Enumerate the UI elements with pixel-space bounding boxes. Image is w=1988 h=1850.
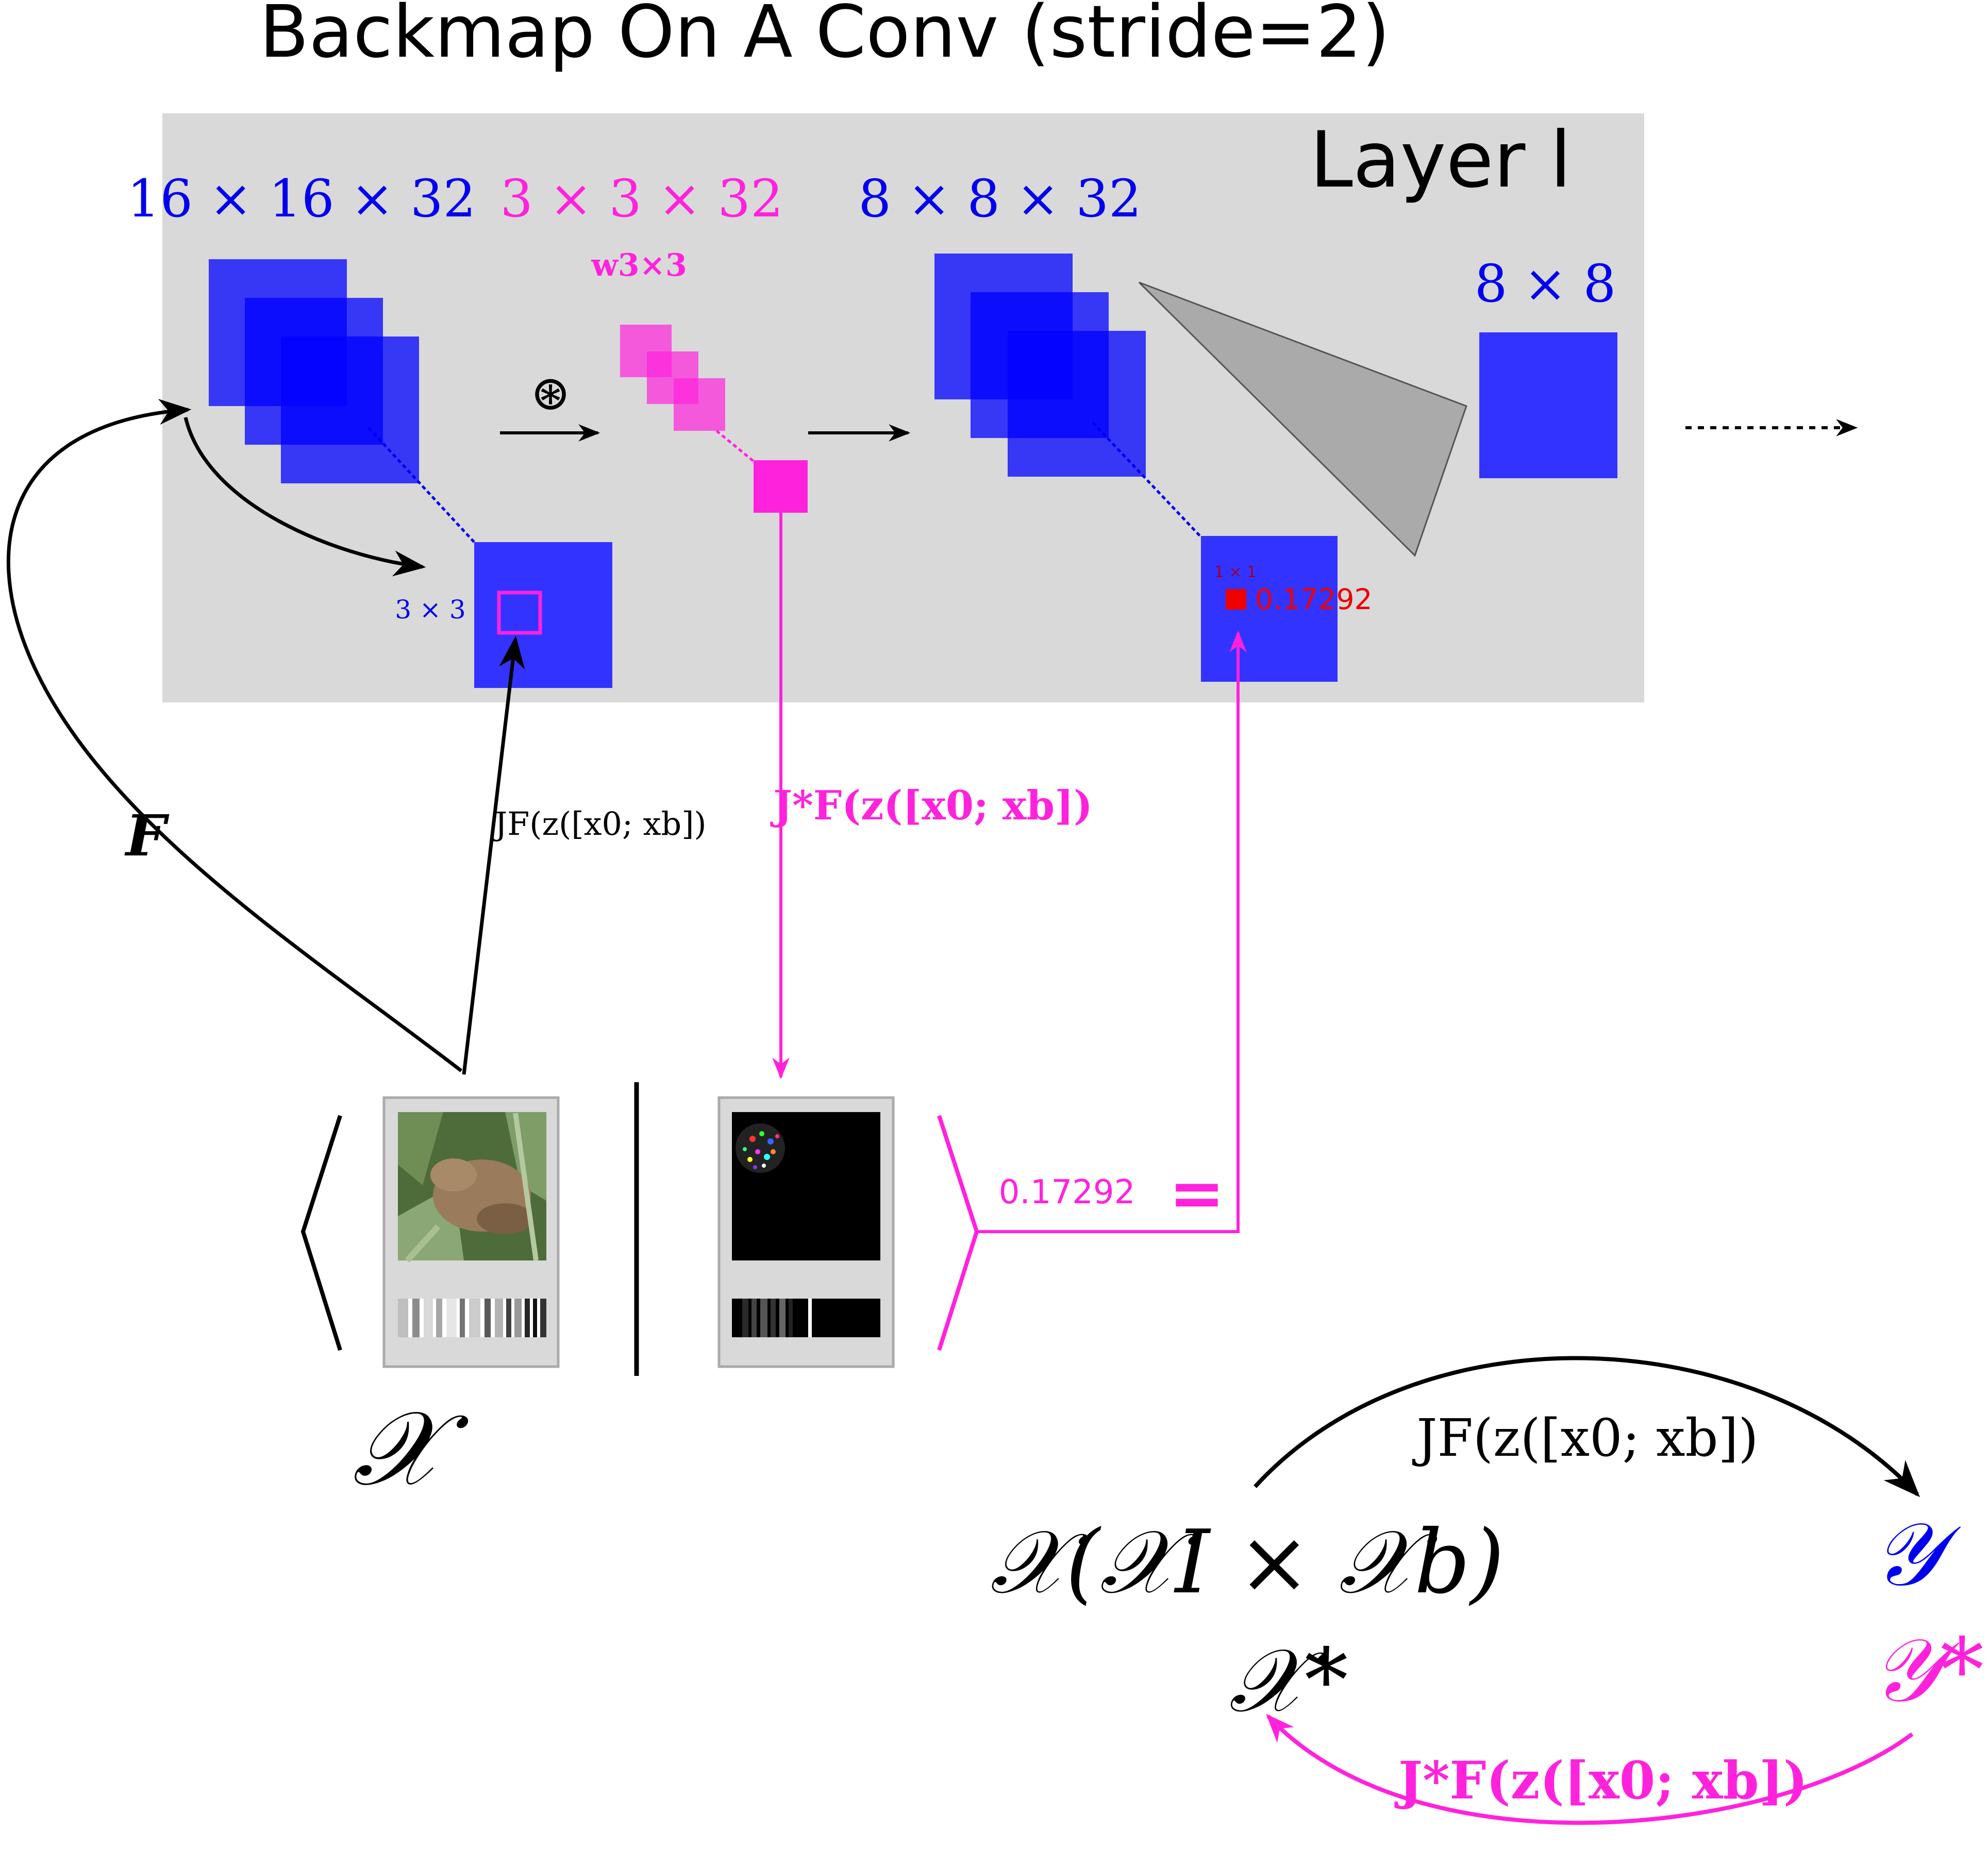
adjoint-image-blob [736,1123,785,1173]
kernel-zoom-line [715,430,755,462]
kernel-weight-label: w3×3 [591,247,687,283]
jacobian-forward-label: JF(z([x0; xb]) [1412,1408,1758,1468]
equals-sign: = [1169,1154,1225,1232]
output-feature-maps [934,254,1146,477]
adjoint-code-bars [742,1299,812,1337]
output-zoom-square [1201,536,1338,682]
adjoint-label: J*F(z([x0; xb]) [770,782,1093,829]
output-zoom-line [1092,422,1202,538]
inner-product-path [977,630,1247,1233]
product-space-label: 𝒳(𝒳I × 𝒳b) [990,1511,1505,1613]
activation-value: 0.17292 [1255,583,1372,616]
input-zoom-square [474,542,612,688]
left-angle-bracket [300,1115,342,1351]
jacobian-adjoint-label: J*F(z([x0; xb]) [1394,1750,1808,1811]
pooled-dims-label: 8 × 8 [1475,254,1616,314]
output-pixel [1226,589,1246,610]
forward-map-label: F [124,802,170,869]
input-sample-card [382,1096,560,1368]
right-angle-bracket [937,1115,979,1351]
input-feature-maps [209,259,419,483]
convolve-icon: ⊛ [530,365,571,422]
patch-selection-arrow [183,417,426,577]
kernel-dims-label: 3 × 3 × 32 [500,169,783,229]
inner-product-value: 0.17292 [999,1173,1135,1212]
forward-map-arrow [6,399,463,1072]
pooling-triangle [1138,281,1467,557]
kernel-stack [620,325,725,431]
page-title: Backmap On A Conv (stride=2) [259,0,1390,74]
input-code-bars [398,1299,546,1337]
jacobian-arrow [462,635,525,1075]
dual-output-space-label: 𝒴* [1872,1620,1984,1722]
jacobian-label: JF(z([x0; xb]) [491,805,706,843]
adjoint-sample-card [717,1096,895,1368]
layer-label: Layer l [1310,115,1572,205]
dual-input-space-label: 𝒳* [1229,1630,1348,1732]
patch-size-label: 3 × 3 [395,595,465,625]
kernel-zoom-square [754,460,808,513]
input-space-label: 𝒳 [353,1389,469,1509]
jacobian-adjoint-arc [1266,1713,1914,1825]
pooled-map [1479,332,1617,478]
output-dims-label: 8 × 8 × 32 [858,169,1141,229]
pixel-size-label: 1 × 1 [1214,563,1257,581]
jacobian-forward-arc [1254,1356,1920,1498]
input-dims-label: 16 × 16 × 32 [127,169,476,229]
output-space-label: 𝒴 [1873,1504,1961,1606]
input-patch-box [497,591,542,635]
